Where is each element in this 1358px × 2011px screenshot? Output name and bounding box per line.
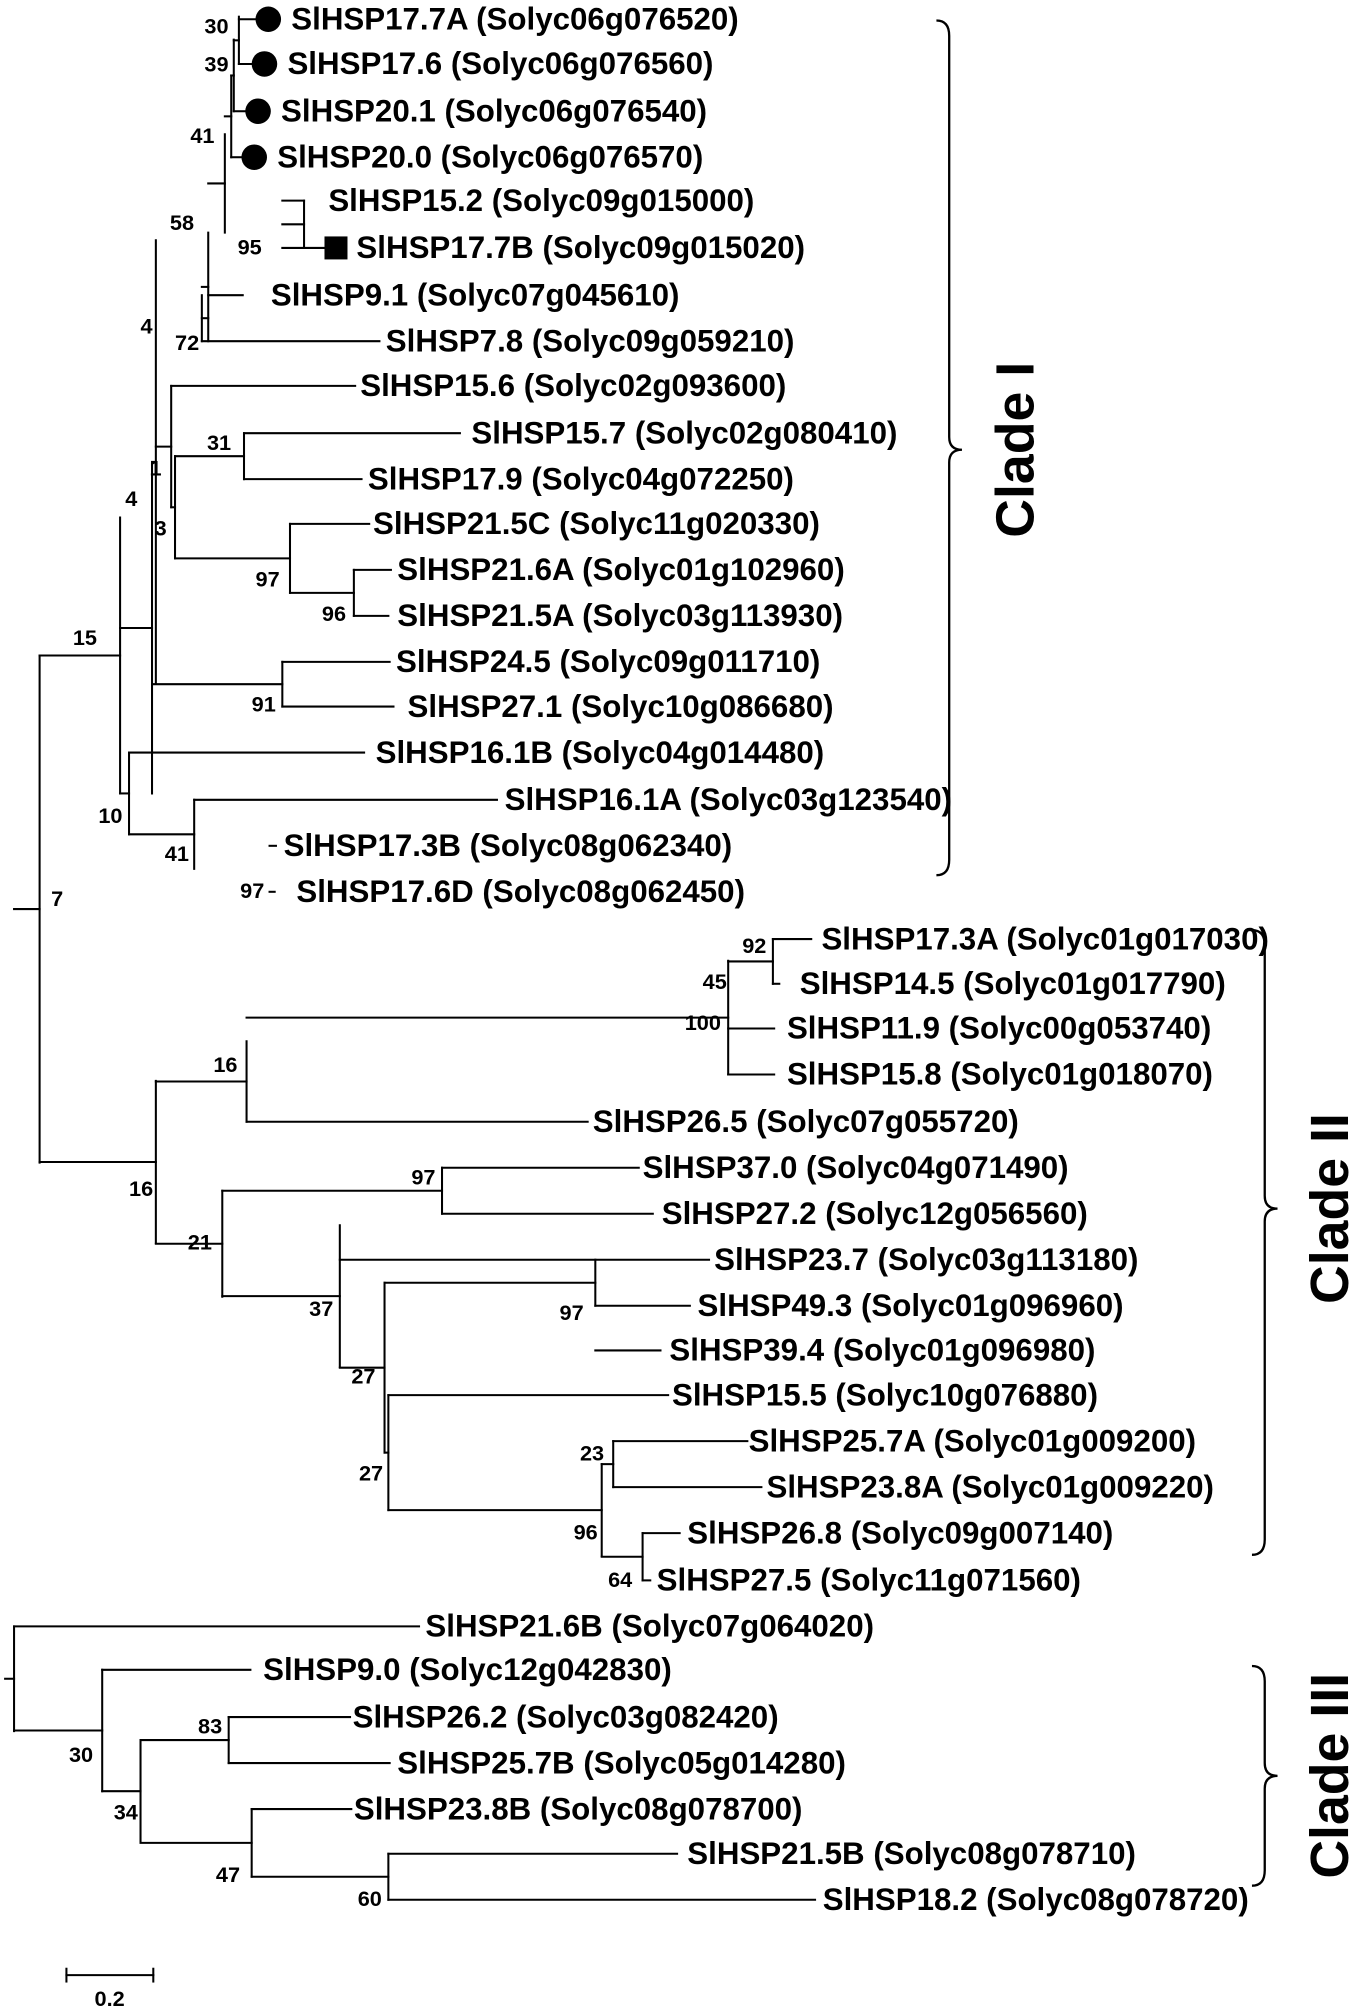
leaf-label: SlHSP49.3 (Solyc01g096960) xyxy=(698,1288,1124,1323)
clade-label: Clade I xyxy=(986,362,1046,538)
clade-label: Clade III xyxy=(1300,1673,1358,1879)
leaf-label: SlHSP27.1 (Solyc10g086680) xyxy=(408,689,834,724)
tree-branches xyxy=(4,15,817,1901)
clade-brackets: Clade I Clade II Clade III xyxy=(936,19,1358,1887)
leaf-label: SlHSP17.6D (Solyc08g062450) xyxy=(296,874,745,909)
clade-label: Clade II xyxy=(1300,1113,1358,1304)
bootstrap-value: 96 xyxy=(574,1520,598,1545)
leaf-marker-circle xyxy=(251,51,278,77)
leaf-label: SlHSP9.1 (Solyc07g045610) xyxy=(271,277,680,312)
bootstrap-values: 30 39 41 58 95 72 4 31 1 3 97 96 4 91 15 10 41 97 7 92 45 100… xyxy=(51,13,766,1911)
leaf-label: SlHSP11.9 (Solyc00g053740) xyxy=(787,1011,1211,1046)
leaf-label: SlHSP26.8 (Solyc09g007140) xyxy=(687,1515,1113,1550)
leaf-label: SlHSP16.1A (Solyc03g123540) xyxy=(505,782,952,817)
leaf-label: SlHSP21.5A (Solyc03g113930) xyxy=(397,598,843,633)
bootstrap-value: 30 xyxy=(69,1742,93,1767)
leaf-label: SlHSP7.8 (Solyc09g059210) xyxy=(386,323,795,358)
leaf-label: SlHSP18.2 (Solyc08g078720) xyxy=(823,1882,1249,1917)
leaf-labels: SlHSP17.7A (Solyc06g076520) SlHSP17.6 (So… xyxy=(263,1,1269,1917)
bootstrap-value: 97 xyxy=(240,878,264,903)
leaf-marker-circle xyxy=(241,144,268,171)
leaf-label: SlHSP39.4 (Solyc01g096980) xyxy=(669,1333,1095,1368)
leaf-marker-square xyxy=(324,236,348,260)
bootstrap-value: 31 xyxy=(207,430,231,455)
bootstrap-value: 21 xyxy=(188,1230,212,1255)
leaf-label: SlHSP25.7B (Solyc05g014280) xyxy=(397,1745,846,1780)
leaf-label: SlHSP26.2 (Solyc03g082420) xyxy=(353,1699,779,1734)
bootstrap-value: 37 xyxy=(309,1296,333,1321)
leaf-label: SlHSP27.5 (Solyc11g071560) xyxy=(657,1563,1081,1598)
leaf-label: SlHSP26.5 (Solyc07g055720) xyxy=(593,1104,1019,1139)
clade-bracket xyxy=(936,19,963,877)
bootstrap-value: 58 xyxy=(170,210,194,235)
bootstrap-value: 100 xyxy=(685,1010,721,1035)
bootstrap-value: 97 xyxy=(560,1300,584,1325)
clade-bracket xyxy=(1251,928,1278,1556)
bootstrap-value: 96 xyxy=(322,601,346,626)
bootstrap-value: 30 xyxy=(204,13,228,38)
bootstrap-value: 92 xyxy=(742,933,766,958)
bootstrap-value: 4 xyxy=(141,314,153,339)
leaf-label: SlHSP21.5C (Solyc11g020330) xyxy=(373,506,820,541)
bootstrap-value: 4 xyxy=(125,486,137,511)
bootstrap-value: 27 xyxy=(359,1461,383,1486)
leaf-label: SlHSP15.2 (Solyc09g015000) xyxy=(328,183,754,218)
leaf-label: SlHSP15.5 (Solyc10g076880) xyxy=(672,1377,1098,1412)
scale-bar: 0.2 xyxy=(65,1967,155,2011)
leaf-label: SlHSP17.7B (Solyc09g015020) xyxy=(356,230,805,265)
bootstrap-value: 1 xyxy=(149,455,161,480)
bootstrap-value: 72 xyxy=(175,330,199,355)
leaf-label: SlHSP21.5B (Solyc08g078710) xyxy=(687,1836,1136,1871)
leaf-label: SlHSP17.3B (Solyc08g062340) xyxy=(284,828,733,863)
bootstrap-value: 23 xyxy=(580,1440,604,1465)
leaf-label: SlHSP20.1 (Solyc06g076540) xyxy=(281,93,707,128)
clade-bracket xyxy=(1251,1664,1278,1887)
bootstrap-value: 64 xyxy=(608,1567,632,1592)
leaf-label: SlHSP23.8B (Solyc08g078700) xyxy=(354,1791,803,1826)
bootstrap-value: 47 xyxy=(216,1862,240,1887)
scale-bar-label: 0.2 xyxy=(95,1986,125,2011)
bootstrap-value: 60 xyxy=(358,1886,382,1911)
bootstrap-value: 10 xyxy=(98,803,122,828)
leaf-label: SlHSP15.6 (Solyc02g093600) xyxy=(360,368,786,403)
bootstrap-value: 16 xyxy=(213,1052,237,1077)
leaf-label: SlHSP27.2 (Solyc12g056560) xyxy=(662,1196,1088,1231)
bootstrap-value: 45 xyxy=(703,969,727,994)
leaf-label: SlHSP17.7A (Solyc06g076520) xyxy=(291,1,738,36)
leaf-label: SlHSP24.5 (Solyc09g011710) xyxy=(396,644,820,679)
bootstrap-value: 95 xyxy=(238,234,262,259)
bootstrap-value: 7 xyxy=(51,886,63,911)
leaf-label: SlHSP9.0 (Solyc12g042830) xyxy=(263,1652,672,1687)
bootstrap-value: 41 xyxy=(165,841,189,866)
bootstrap-value: 91 xyxy=(252,692,276,717)
leaf-label: SlHSP17.6 (Solyc06g076560) xyxy=(287,46,713,81)
leaf-label: SlHSP21.6A (Solyc01g102960) xyxy=(397,552,844,587)
leaf-label: SlHSP23.7 (Solyc03g113180) xyxy=(714,1242,1138,1277)
bootstrap-value: 97 xyxy=(411,1164,435,1189)
leaf-label: SlHSP21.6B (Solyc07g064020) xyxy=(425,1609,874,1644)
leaf-marker-circle xyxy=(245,98,271,125)
leaf-marker-circle xyxy=(255,6,282,33)
bootstrap-value: 3 xyxy=(155,515,167,540)
leaf-label: SlHSP37.0 (Solyc04g071490) xyxy=(643,1150,1069,1185)
bootstrap-value: 15 xyxy=(73,625,97,650)
bootstrap-value: 39 xyxy=(204,52,228,77)
bootstrap-value: 83 xyxy=(198,1714,222,1739)
leaf-markers xyxy=(241,6,348,260)
leaf-label: SlHSP16.1B (Solyc04g014480) xyxy=(376,735,825,770)
bootstrap-value: 16 xyxy=(129,1176,153,1201)
leaf-label: SlHSP17.9 (Solyc04g072250) xyxy=(368,461,794,496)
leaf-label: SlHSP15.8 (Solyc01g018070) xyxy=(787,1057,1213,1092)
bootstrap-value: 34 xyxy=(114,1799,138,1824)
leaf-label: SlHSP20.0 (Solyc06g076570) xyxy=(277,139,703,174)
bootstrap-value: 97 xyxy=(256,566,280,591)
leaf-label: SlHSP14.5 (Solyc01g017790) xyxy=(800,966,1226,1001)
leaf-label: SlHSP23.8A (Solyc01g009220) xyxy=(767,1469,1214,1504)
leaf-label: SlHSP25.7A (Solyc01g009200) xyxy=(749,1423,1196,1458)
bootstrap-value: 41 xyxy=(190,123,214,148)
bootstrap-value: 27 xyxy=(351,1364,375,1389)
leaf-label: SlHSP17.3A (Solyc01g017030) xyxy=(821,921,1268,956)
leaf-label: SlHSP15.7 (Solyc02g080410) xyxy=(471,415,897,450)
